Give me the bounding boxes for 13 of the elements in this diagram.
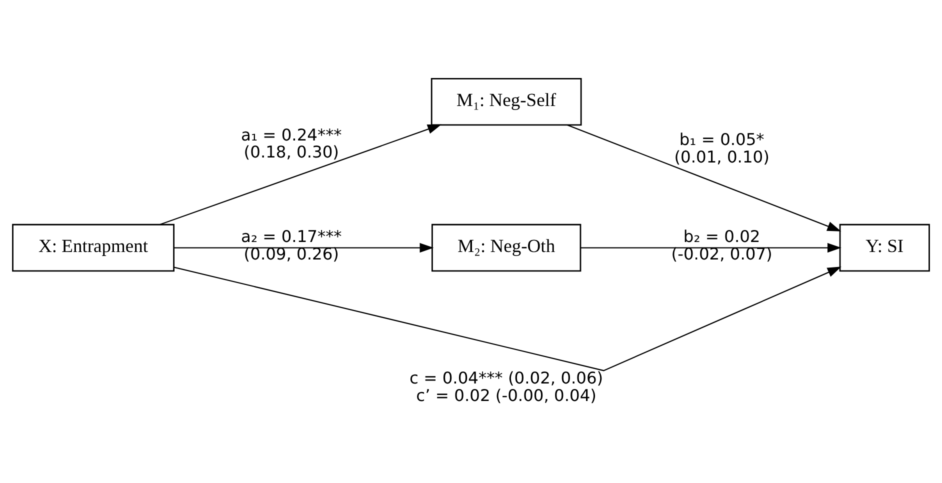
arrow <box>174 266 842 371</box>
node-box: M₁: Neg-Self <box>430 77 582 126</box>
edge-label: b₁ = 0.05* (0.01, 0.10) <box>674 129 770 166</box>
edge-label: a₁ = 0.24*** (0.18, 0.30) <box>241 124 342 162</box>
node-box: M₂: Neg-Oth <box>432 223 582 272</box>
arrow <box>567 124 842 231</box>
edge-label: a₂ = 0.17*** (0.09, 0.26) <box>241 226 342 264</box>
arrow <box>174 242 434 252</box>
arrow <box>160 124 442 225</box>
edge-label: c = 0.04*** (0.02, 0.06) c’ = 0.02 (-0.00, 0.04) <box>410 368 604 404</box>
node-box: Y: SI <box>839 223 930 272</box>
node-box: X: Entrapment <box>12 223 174 272</box>
arrow <box>580 242 842 252</box>
